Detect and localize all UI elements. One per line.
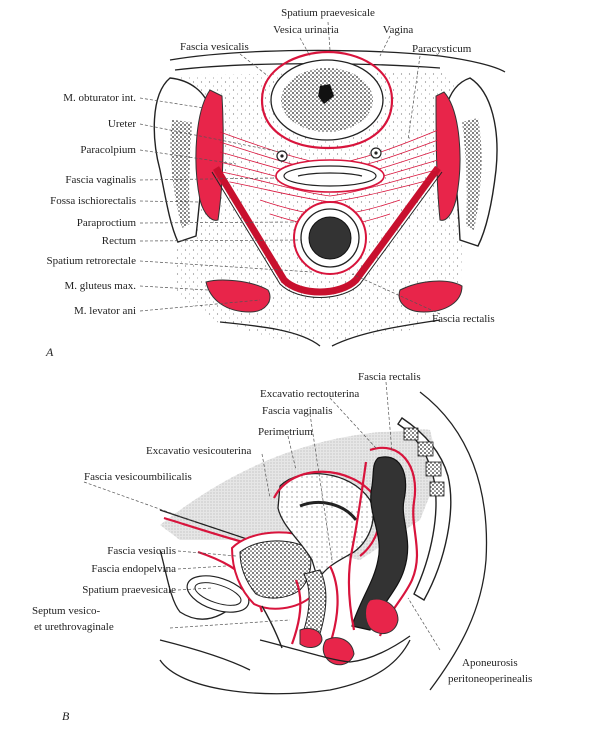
septum-vesicovaginale <box>290 579 302 645</box>
label-septum-line2: et urethrovaginale <box>34 621 114 633</box>
label-ureter: Ureter <box>108 118 136 130</box>
label-rectum: Rectum <box>102 235 137 247</box>
label-vagina: Vagina <box>383 24 414 36</box>
label-excavatio-vesicouterina: Excavatio vesicouterina <box>146 445 251 457</box>
panel-b-labels: Fascia rectalis Excavatio rectouterina F… <box>32 371 532 723</box>
panel-a-leaders <box>139 21 441 315</box>
pelvic-floor <box>259 635 411 663</box>
right-gluteus-muscle <box>398 280 463 313</box>
uterus <box>277 473 374 582</box>
label-obturator: M. obturator int. <box>63 92 136 104</box>
left-ureter-lumen <box>280 154 284 158</box>
left-gluteus-muscle <box>205 279 271 313</box>
sphincter-anal <box>365 598 399 635</box>
body-contour-bottom <box>159 639 411 695</box>
left-bone-marrow <box>170 120 192 228</box>
abdominal-wall <box>159 509 261 620</box>
levator-ani <box>213 165 441 296</box>
label-perimetrium: Perimetrium <box>258 426 313 438</box>
bladder-fascia <box>260 50 394 150</box>
label-fossa-ischiorectalis: Fossa ischiorectalis <box>50 195 136 207</box>
back-contour <box>419 391 488 691</box>
label-levator-ani: M. levator ani <box>74 305 136 317</box>
rectum-b <box>351 456 409 631</box>
rectum-lumen <box>308 216 352 260</box>
urogenital-muscle <box>299 627 323 648</box>
label-aponeurosis-line1: Aponeurosis <box>462 657 518 669</box>
levator-ani-edge <box>211 171 443 298</box>
right-obturator-muscle <box>435 91 461 221</box>
label-fascia-vesicoumbilicalis: Fascia vesicoumbilicalis <box>84 471 192 483</box>
label-spatium-retrorectale: Spatium retrorectale <box>47 255 137 267</box>
label-paracolpium: Paracolpium <box>80 144 136 156</box>
uterine-cavity <box>299 501 358 521</box>
left-obturator-muscle <box>195 89 224 221</box>
urethra <box>261 605 283 649</box>
fascia-rectalis-b <box>369 446 419 637</box>
panel-a-letter: A <box>45 345 54 359</box>
label-fascia-rectalis-b: Fascia rectalis <box>358 371 421 383</box>
label-spatium-praevesicale-a: Spatium praevesicale <box>281 7 375 19</box>
skin-contour-bottom <box>219 321 321 347</box>
symphysis-inner <box>194 582 242 606</box>
label-fascia-endopelvina: Fascia endopelvina <box>91 563 176 575</box>
skin-contour-top <box>169 49 506 73</box>
fascia-vaginalis-b <box>328 565 339 645</box>
label-paraproctium: Paraproctium <box>77 217 137 229</box>
vagina-lumen <box>297 172 363 177</box>
label-excavatio-rectouterina: Excavatio rectouterina <box>260 388 359 400</box>
label-fascia-vaginalis-a: Fascia vaginalis <box>65 174 136 186</box>
skin-contour-bottom-right <box>331 319 441 347</box>
panel-b-letter: B <box>62 709 70 723</box>
label-vesica-urinaria: Vesica urinaria <box>273 24 339 36</box>
panel-a-drawing <box>153 49 506 347</box>
label-fascia-vesicalis-a: Fascia vesicalis <box>180 41 249 53</box>
right-ureter-lumen <box>374 151 378 155</box>
label-septum-line1: Septum vesico- <box>32 605 100 617</box>
fascia-rectalis-b-inner <box>347 461 368 631</box>
label-gluteus: M. gluteus max. <box>65 280 137 292</box>
panel-b-leaders <box>83 381 441 651</box>
label-aponeurosis-line2: peritoneoperinealis <box>448 673 532 685</box>
right-bone-marrow <box>462 118 482 230</box>
label-fascia-vesicalis-b: Fascia vesicalis <box>107 545 176 557</box>
symphysis <box>186 575 250 613</box>
vagina <box>283 165 377 187</box>
panel-b-drawing <box>159 391 488 695</box>
label-fascia-vaginalis-b: Fascia vaginalis <box>262 405 333 417</box>
thigh-contour <box>159 639 251 671</box>
panel-a-labels: Spatium praevesicale Vesica urinaria Vag… <box>45 7 495 359</box>
label-fascia-rectalis-a: Fascia rectalis <box>432 313 495 325</box>
bladder-lumen <box>318 84 334 104</box>
sacral-vertebrae <box>403 427 445 497</box>
label-paracysticum: Paracysticum <box>412 43 472 55</box>
label-spatium-praevesicale-b: Spatium praevesicale <box>82 584 176 596</box>
